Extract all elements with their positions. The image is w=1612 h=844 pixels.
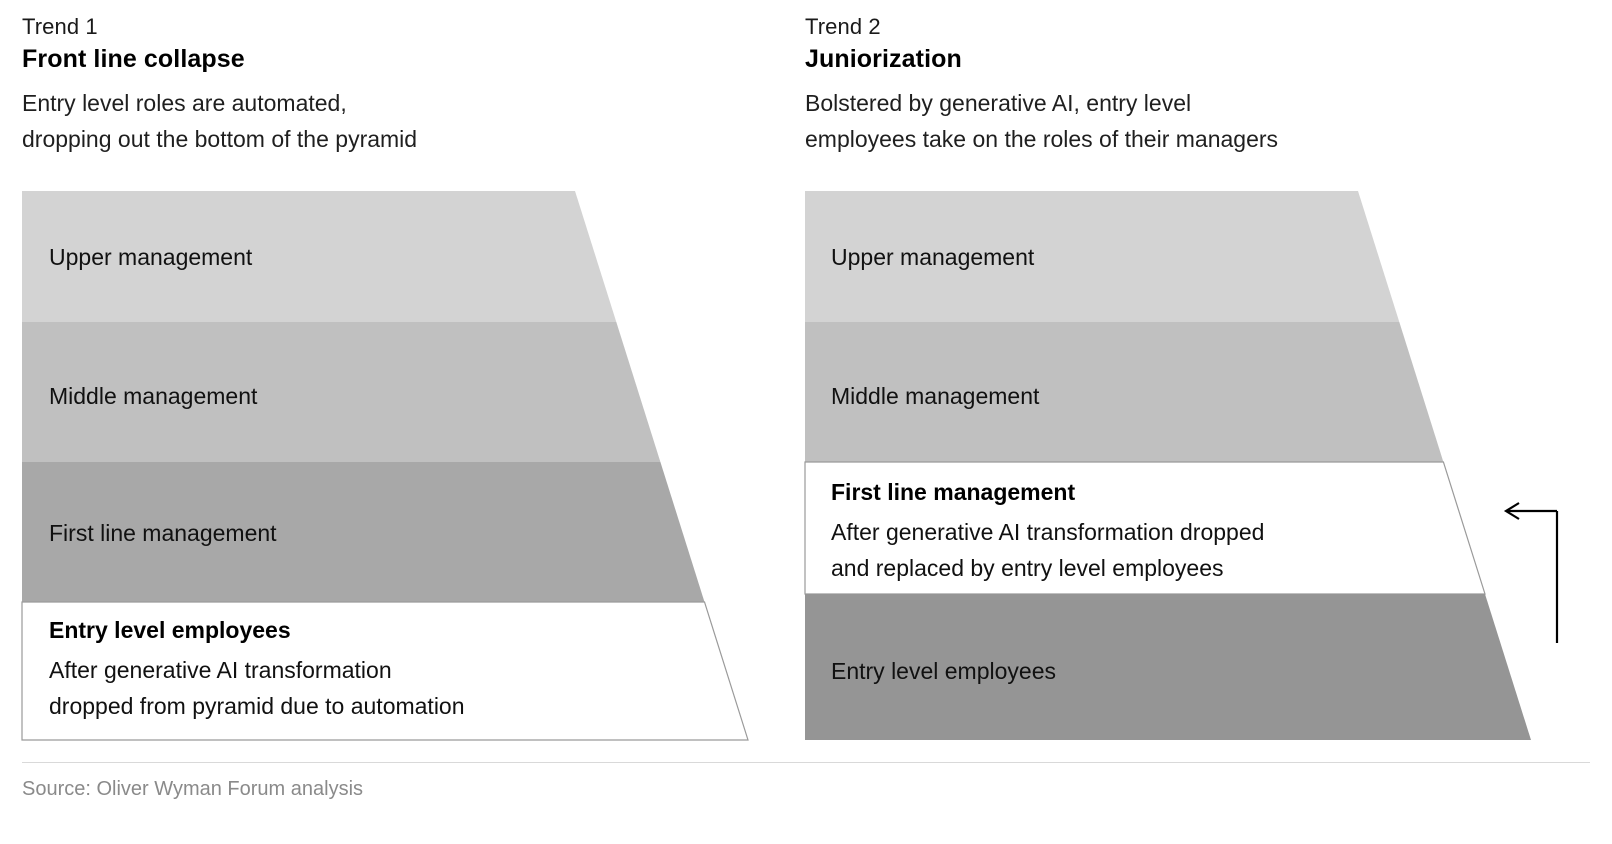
right-label-middle-management: Middle management	[831, 383, 1040, 409]
right-sublabel-first-line-management: After generative AI transformation dropp…	[831, 519, 1265, 581]
trend-title-2: Juniorization	[805, 45, 962, 73]
left-label-entry-level-employees: Entry level employees	[49, 617, 291, 643]
source-note: Source: Oliver Wyman Forum analysis	[22, 778, 364, 800]
right-label-upper-management: Upper management	[831, 244, 1035, 270]
panel-header-trend-2: Trend 2 Juniorization Bolstered by gener…	[805, 12, 1595, 157]
left-label-middle-management: Middle management	[49, 383, 258, 409]
right-label-first-line-management: First line management	[831, 479, 1076, 505]
right-block-first-line-management: First line management After generative A…	[831, 477, 1264, 586]
panel-header-trend-1: Trend 1 Front line collapse Entry level …	[22, 12, 762, 157]
right-label-entry-level-employees: Entry level employees	[831, 658, 1056, 684]
trend-description-1: Entry level roles are automated, droppin…	[22, 90, 418, 152]
left-label-first-line-management: First line management	[49, 520, 277, 546]
trend-eyebrow-1: Trend 1	[22, 14, 98, 39]
trend-description-2: Bolstered by generative AI, entry level …	[805, 90, 1279, 152]
left-label-upper-management: Upper management	[49, 244, 253, 270]
footer-divider	[22, 762, 1590, 763]
promotion-arrow-icon	[1503, 502, 1559, 643]
left-sublabel-entry-level-employees: After generative AI transformation dropp…	[49, 657, 465, 719]
trend-eyebrow-2: Trend 2	[805, 14, 881, 39]
trend-title-1: Front line collapse	[22, 45, 245, 73]
left-block-entry-level-employees: Entry level employees After generative A…	[49, 615, 465, 724]
